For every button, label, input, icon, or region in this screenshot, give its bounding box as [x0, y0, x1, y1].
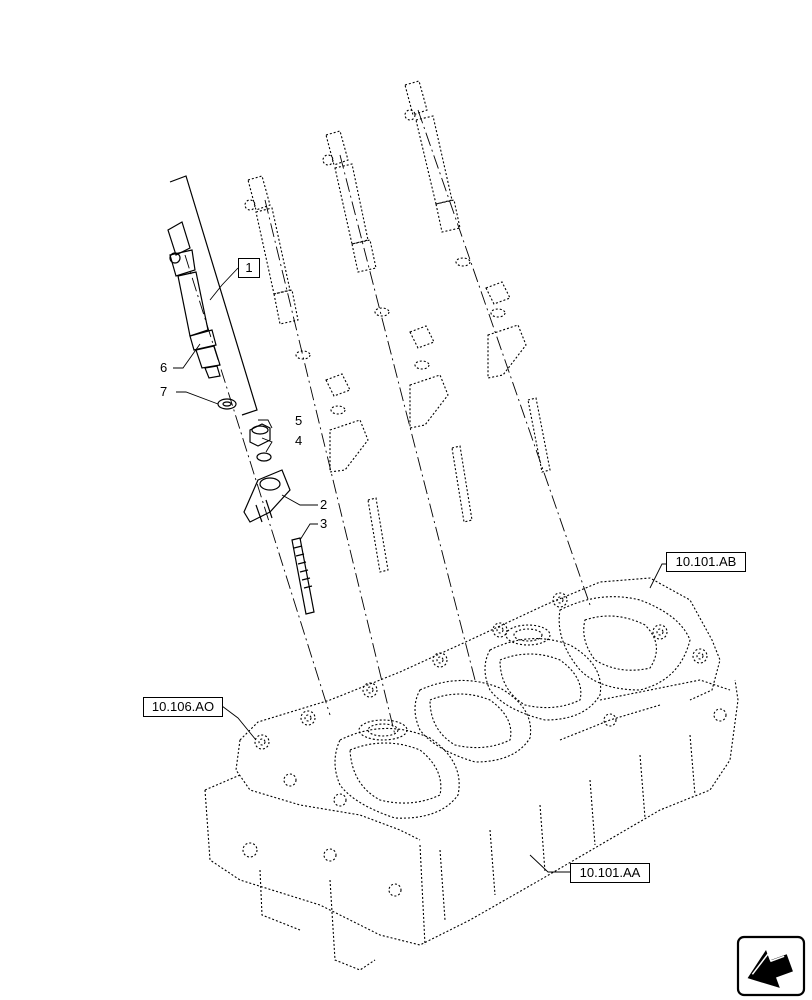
leader-lines	[173, 267, 668, 873]
item-4-label: 4	[295, 433, 303, 448]
alignment-axes	[184, 109, 591, 736]
reference-link-10-101-ab[interactable]: 10.101.AB	[666, 552, 746, 572]
injector-front	[167, 175, 315, 615]
cylinder-head-outline	[204, 577, 739, 971]
item-1-label: 1	[238, 258, 260, 278]
item-6-label: 6	[160, 360, 168, 375]
reference-link-10-101-aa[interactable]: 10.101.AA	[570, 863, 650, 883]
item-2-label: 2	[320, 497, 328, 512]
next-page-arrow-icon[interactable]	[736, 935, 806, 997]
item-3-label: 3	[320, 516, 328, 531]
item-7-label: 7	[160, 384, 168, 399]
item-5-label: 5	[295, 413, 303, 428]
reference-link-10-106-ao[interactable]: 10.106.AO	[143, 697, 223, 717]
injectors-phantom	[244, 80, 551, 573]
